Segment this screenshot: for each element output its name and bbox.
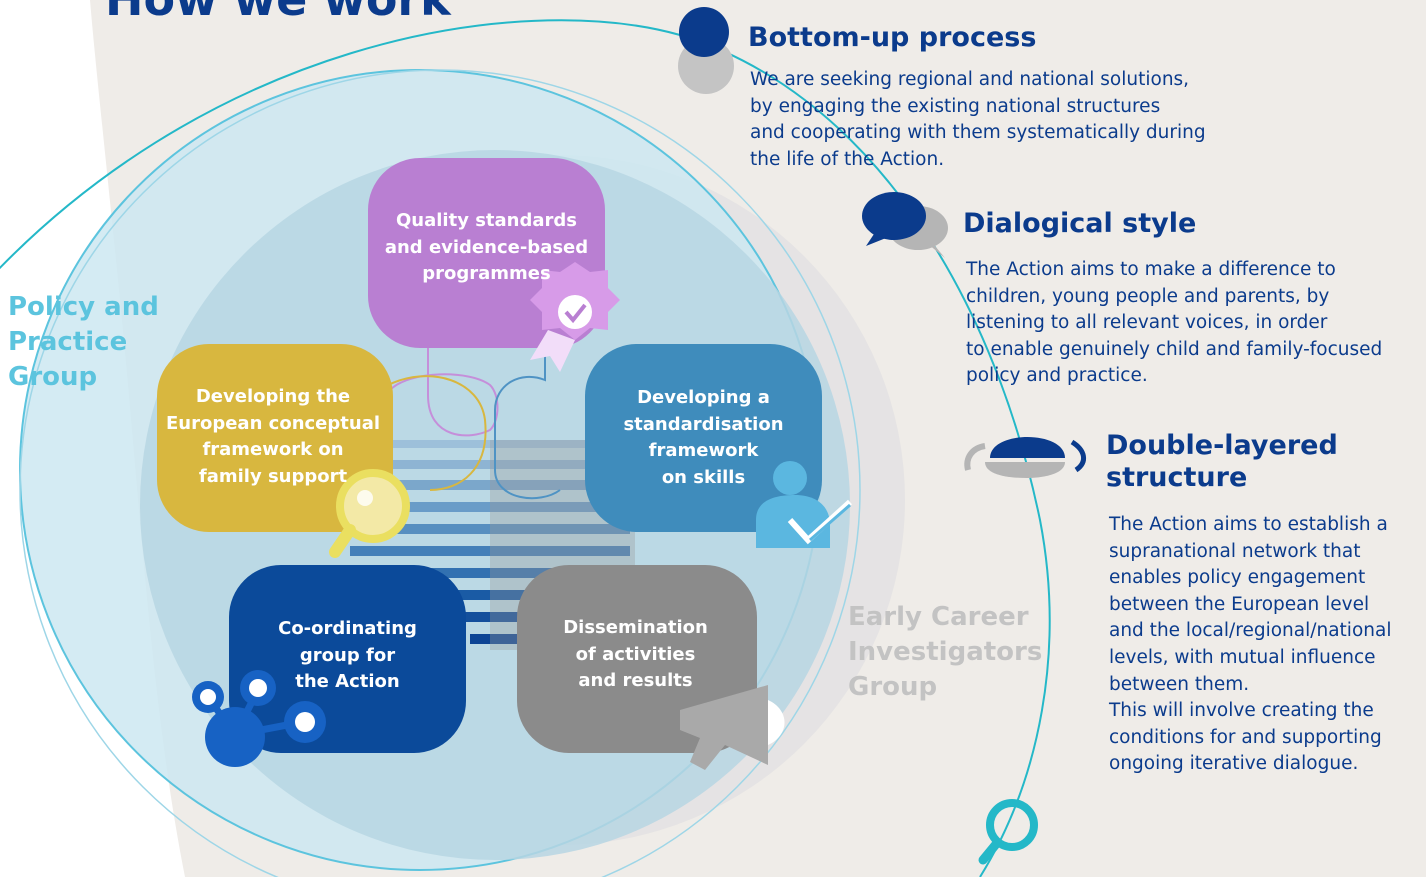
conceptual-box-text: Developing the European conceptual frame… (165, 386, 381, 487)
dialogical-text: The Action aims to make a difference to … (966, 259, 1383, 387)
magnifier-icon (329, 469, 410, 558)
policy-practice-label: Policy and Practice Group (8, 292, 159, 392)
double-layered-heading: Double-layered structure (1106, 430, 1338, 493)
circles-icon (678, 7, 734, 94)
outer-ring (19, 69, 861, 877)
dissemination-box-text: Dissemination of activities and results (563, 617, 708, 691)
magnifier-icon (978, 799, 1038, 865)
purple-connector (389, 330, 499, 437)
yellow-connector (387, 375, 487, 491)
quality-box-text: Quality standards and evidence-based pro… (384, 210, 589, 284)
bottom-up-heading: Bottom-up process (748, 22, 1037, 53)
double-layer-arrows-icon (964, 437, 1086, 478)
rosette-checkmark-icon (530, 262, 620, 372)
double-layered-text: The Action aims to establish a supranati… (1109, 514, 1392, 775)
standardisation-box-text: Developing a standardisation framework o… (623, 387, 784, 488)
megaphone-icon (680, 685, 785, 770)
dialogical-heading: Dialogical style (963, 208, 1197, 239)
coordinating-box-text: Co-ordinating group for the Action (278, 618, 417, 692)
page-title: How we work (105, 0, 451, 26)
conceptual-box (157, 344, 393, 532)
bottom-up-text: We are seeking regional and national sol… (750, 69, 1206, 170)
coordinating-box (229, 565, 466, 753)
standardisation-box (585, 344, 822, 532)
speech-bubbles-icon (862, 192, 948, 258)
early-career-label: Early Career Investigators Group (848, 602, 1043, 702)
process-arc (0, 19, 1051, 877)
person-checkmark-icon (756, 461, 853, 548)
blue-connector (494, 330, 561, 500)
network-nodes-icon (192, 670, 326, 767)
